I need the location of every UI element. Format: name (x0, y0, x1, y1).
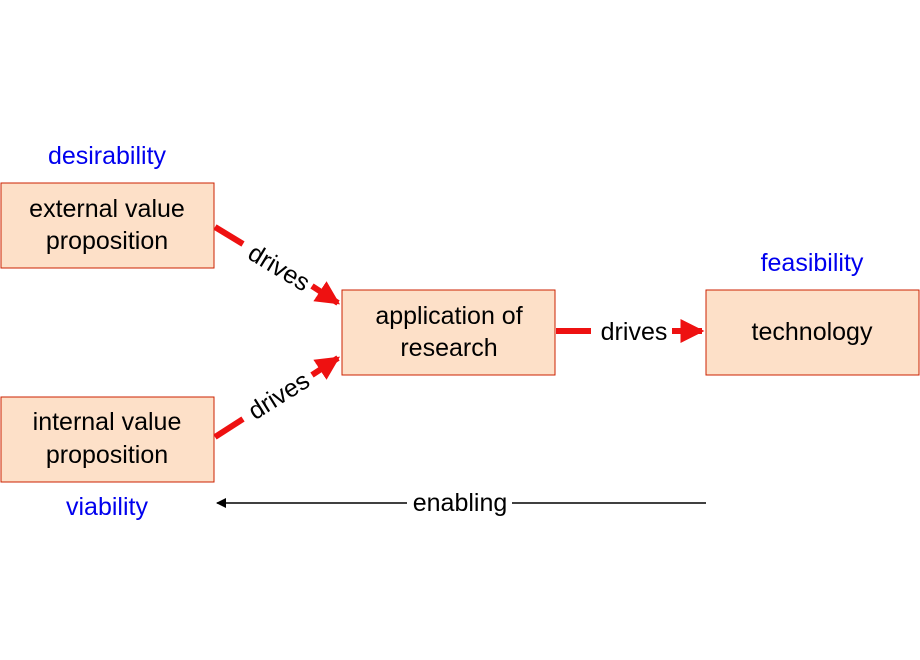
internal-to-application-edge: drives (213, 355, 341, 440)
enabling-edge: enabling (216, 489, 706, 517)
external-value-line1: external value (29, 195, 185, 223)
technology-label: technology (752, 318, 873, 346)
application-to-technology-edge: drives (556, 318, 705, 346)
technology-node: technology (705, 289, 920, 376)
external-to-application-edge: drives (213, 224, 341, 306)
application-drives-label: drives (601, 318, 668, 346)
application-line1: application of (375, 302, 522, 330)
application-line2: research (400, 334, 497, 362)
external-value-line2: proposition (46, 227, 168, 255)
internal-value-proposition-node: internal value proposition (0, 396, 215, 483)
internal-value-line2: proposition (46, 441, 168, 469)
desirability-label: desirability (48, 142, 167, 170)
feasibility-label: feasibility (761, 249, 864, 277)
viability-label: viability (66, 493, 148, 521)
application-of-research-node: application of research (341, 289, 556, 376)
enabling-label: enabling (413, 489, 508, 517)
internal-value-line1: internal value (33, 408, 182, 436)
external-value-proposition-node: external value proposition (0, 182, 215, 269)
external-drives-label: drives (243, 239, 315, 297)
internal-drives-label: drives (243, 366, 314, 425)
